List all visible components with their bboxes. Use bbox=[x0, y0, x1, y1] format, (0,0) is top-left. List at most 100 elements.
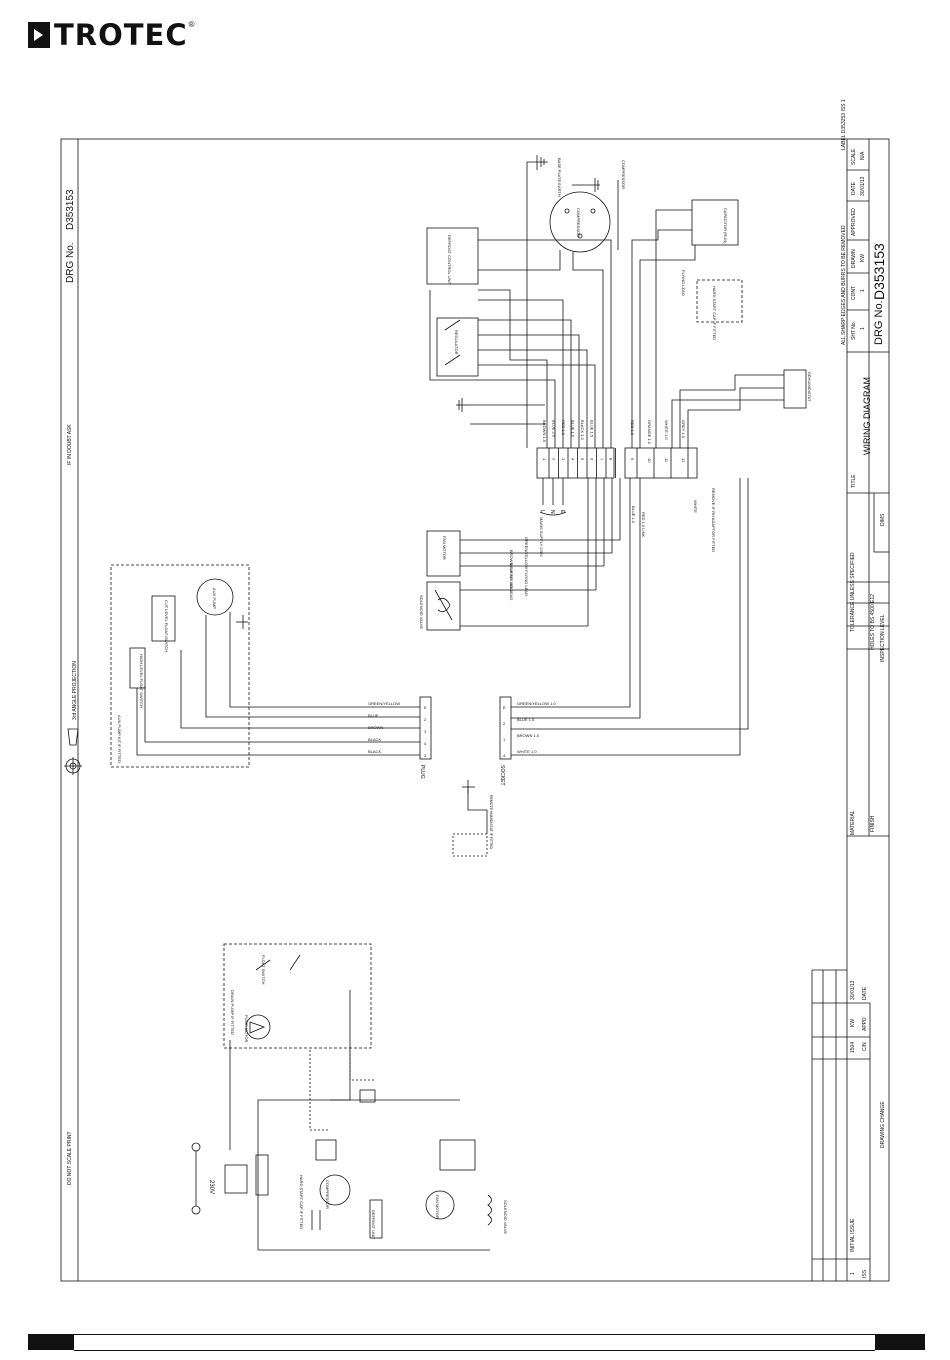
label-ref: LABEL D353253 ISS 1 bbox=[841, 99, 847, 150]
hard-start-label: HARD START CAP IF FITTED bbox=[712, 286, 717, 340]
rev-col-iss: ISS bbox=[862, 1269, 868, 1278]
terminal-wire-label: WHITE 1.0 bbox=[664, 420, 669, 440]
socket-return-paths bbox=[511, 478, 749, 756]
base-plate-label: BASE PLATE EARTH bbox=[557, 158, 562, 197]
terminal-wire-label: GREY 1.0 bbox=[681, 420, 686, 439]
fan-sch-label: FAN MOTOR bbox=[435, 1195, 440, 1219]
regulator bbox=[436, 317, 479, 377]
terminal-wire-label: RED 1.0 bbox=[561, 420, 566, 436]
aux-pump-motor bbox=[196, 578, 234, 616]
socket-label: SOCKET bbox=[499, 765, 505, 786]
plug-wire-label: GREEN/YELLOW bbox=[368, 701, 400, 706]
compressor-label: COMPRESSOR bbox=[621, 160, 626, 189]
dims-text: DIMS bbox=[880, 513, 886, 526]
plug-pin: 2 bbox=[424, 717, 427, 722]
plug-wire-label: BLACK bbox=[368, 749, 381, 754]
mains-l: L bbox=[539, 510, 545, 513]
cont-value: 1 bbox=[860, 289, 866, 292]
socket-wire-label: GREEN/YELLOW 1.0 bbox=[517, 701, 556, 706]
title-block bbox=[811, 139, 889, 1281]
drain-pump-label: DRAIN PUMP IF FITTED bbox=[230, 990, 235, 1035]
plug-wire-label: BLUE bbox=[368, 713, 379, 718]
date-value: 30/01/13 bbox=[860, 176, 866, 196]
terminal-number: 2 bbox=[552, 458, 557, 461]
pump-kit-label: AUX PUMP KIT IF FITTED bbox=[117, 715, 122, 763]
brand-logo: TROTEC ® bbox=[28, 18, 195, 52]
mains-e: E bbox=[559, 510, 565, 514]
terminal-wire-label: BLUE 1.5 bbox=[590, 420, 595, 438]
title-label: TITLE bbox=[851, 474, 857, 488]
terminal-wire-label: ORANGE 1.0 bbox=[647, 420, 652, 445]
terminal-number: 4 bbox=[571, 458, 576, 461]
remote-humidistat-label: REMOTE HUMIDISTAT IF FITTED bbox=[489, 795, 493, 850]
defrost-label: DEFROST CONTROL UNIT bbox=[447, 235, 452, 286]
dehumidistat bbox=[783, 369, 807, 409]
drain-pump-kit bbox=[223, 943, 372, 1049]
terminal-number: 1 bbox=[542, 458, 547, 461]
regulator-label: REGULATOR bbox=[454, 330, 459, 355]
brand-name: TROTEC bbox=[54, 18, 188, 52]
flying-lead-label: FLYING LEAD bbox=[681, 270, 686, 296]
defrost-sch-label: DEFROST UNIT bbox=[371, 1210, 376, 1240]
terminal-wire-label: BLACK 1.0 bbox=[580, 420, 585, 441]
capacitor-label: CAPACITOR (RUN) bbox=[723, 208, 728, 244]
drawn-label: DRAWN bbox=[851, 249, 857, 268]
compressor-earth bbox=[572, 178, 600, 192]
projection-symbol bbox=[64, 728, 82, 775]
if-in-doubt-text: IF IN DOUBT ASK bbox=[67, 424, 73, 465]
footer-right-bar bbox=[875, 1334, 925, 1350]
regulator-switches bbox=[444, 319, 461, 366]
compressor-inner-label: COMPRESSOR bbox=[576, 208, 581, 237]
drawing-change-label: DRAWING CHANGE bbox=[880, 1101, 886, 1148]
float-switch-label: FLOAT SWITCH bbox=[261, 955, 266, 985]
footer-rule bbox=[74, 1334, 875, 1351]
drawing-title: WIRING DIAGRAM bbox=[862, 377, 872, 455]
rev-col-cn: C/N bbox=[862, 1042, 868, 1051]
left-drg-label: DRG No. bbox=[65, 242, 76, 283]
terminal-number: 3 bbox=[561, 458, 566, 461]
socket-connector bbox=[499, 696, 512, 760]
terminal-number: 11 bbox=[664, 458, 669, 463]
plug-pin: 4 bbox=[424, 741, 427, 746]
scale-value: N/A bbox=[860, 151, 866, 160]
socket-wire-label: WHITE 1.0 bbox=[517, 749, 537, 754]
socket-wire-label: BLUE 1.0 bbox=[517, 717, 535, 722]
rev-cn: 1504 bbox=[850, 1042, 856, 1053]
terminal-number: 10 bbox=[647, 458, 652, 463]
finish-label: FINISH bbox=[870, 815, 876, 832]
solenoid-sch-label: SOLENOID VALVE bbox=[503, 1200, 508, 1234]
approved-label: APPROVED bbox=[851, 208, 857, 236]
socket-pin: 1 bbox=[503, 737, 506, 742]
brown-lead-label: BROWN FLYING LEAD bbox=[509, 550, 514, 592]
inspection-text: INSPECTION LEVEL bbox=[880, 614, 886, 662]
sheet-label: SHT No. bbox=[851, 321, 857, 340]
rev-col-date: DATE bbox=[862, 986, 868, 1000]
aux-pump-kit bbox=[110, 564, 250, 768]
rev-date: 30/01/13 bbox=[850, 980, 856, 1000]
lower-schematic bbox=[191, 954, 492, 1251]
blue-lead-label: BLUE FLYING LEAD bbox=[509, 563, 514, 600]
do-not-scale-text: DO NOT SCALE PRINT bbox=[67, 1131, 73, 1185]
terminal-number: 8 bbox=[609, 458, 614, 461]
terminal-number: 12 bbox=[681, 458, 686, 463]
left-drg-number: D353153 bbox=[65, 189, 76, 230]
terminal-number: 7 bbox=[599, 458, 604, 461]
drawing-frame bbox=[60, 138, 890, 1282]
compressor-sch-label: COMPRESSOR bbox=[325, 1180, 330, 1209]
date-label: DATE bbox=[851, 181, 857, 195]
page-footer bbox=[28, 1334, 925, 1351]
holes-text: HOLES TO BS 4500 E12 bbox=[870, 594, 876, 650]
base-plate-earth bbox=[526, 155, 548, 290]
socket-wire-label: BROWN 1.0 bbox=[517, 733, 540, 738]
rev-iss: 1 bbox=[850, 1272, 856, 1275]
fan-motor-label: FAN MOTOR bbox=[442, 536, 447, 560]
sharp-edges-note: ALL SHARP EDGES AND BURRS TO BE REMOVED bbox=[841, 225, 847, 345]
terminal-number: 6 bbox=[590, 458, 595, 461]
wiring-paths bbox=[429, 180, 784, 448]
plug-pin: 3 bbox=[424, 753, 427, 758]
terminal-wire-label: BLUE 1.0 bbox=[571, 420, 576, 438]
